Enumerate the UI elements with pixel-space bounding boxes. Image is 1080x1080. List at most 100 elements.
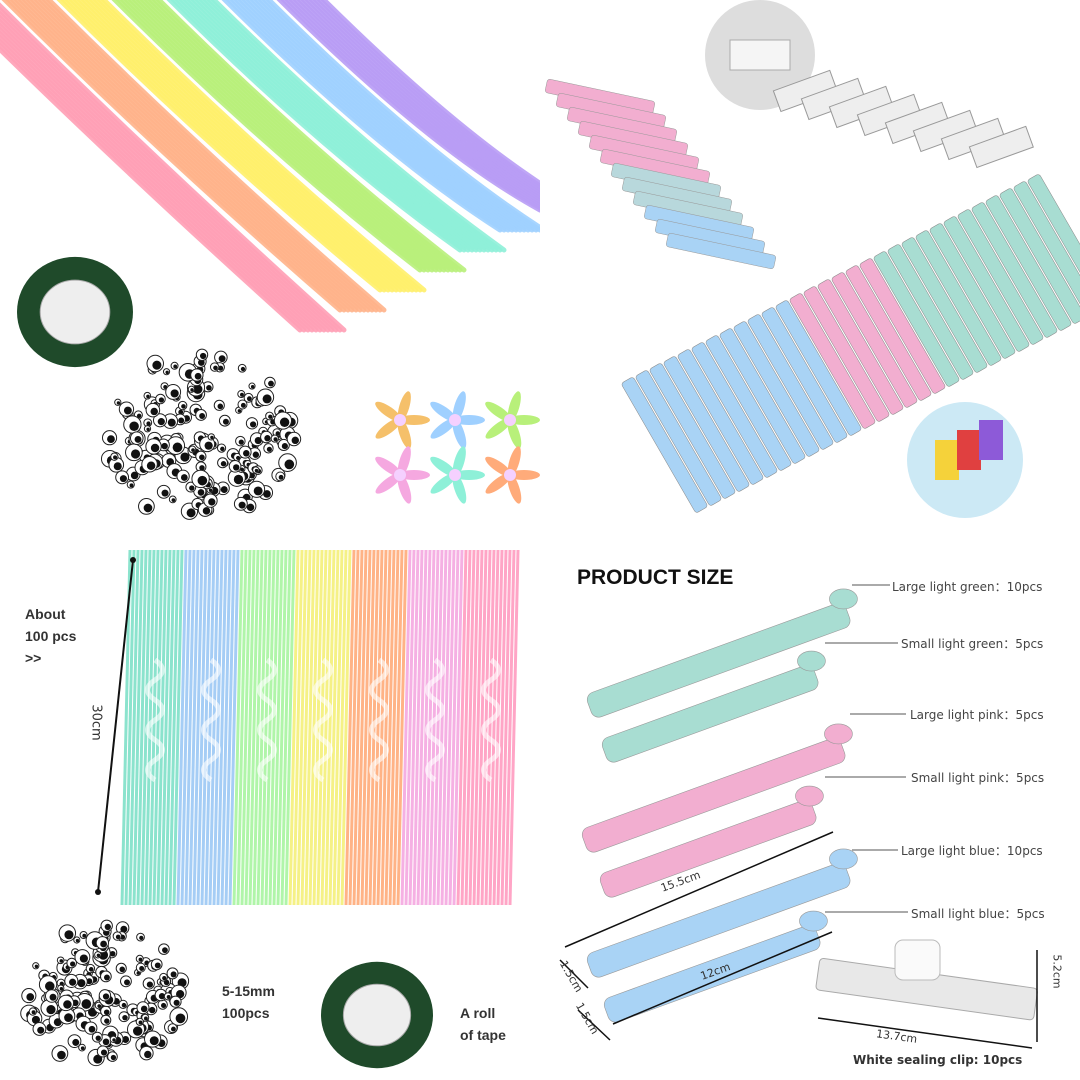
googly-eye-pupil (130, 471, 139, 480)
googly-eye-pupil (193, 384, 203, 394)
pipe-cleaner-bundles (20, 549, 520, 1069)
googly-eye-pupil (100, 1049, 108, 1056)
googly-eye-pupil (291, 436, 299, 445)
googly-eye-pupil (72, 1038, 80, 1046)
size-label-small-green: Small light green：5pcs (901, 637, 1044, 651)
eyes-count: 100pcs (222, 1005, 270, 1021)
tape-roll-core (39, 279, 111, 345)
pipe-cleaner-strand (128, 549, 140, 906)
pipe-cleaner-strand (111, 0, 423, 273)
googly-eye-pupil (166, 995, 171, 1000)
pipe-cleaner-strand (380, 549, 392, 906)
pipe-cleaner-strand (240, 549, 252, 906)
white-height: 5.2cm (1050, 954, 1064, 989)
pipe-cleaner-strand (139, 0, 451, 273)
googly-eye-pupil (171, 498, 176, 502)
small-pink-clip (599, 799, 817, 898)
pipe-cleaner-strand (332, 549, 344, 906)
googly-eye-pupil (26, 993, 35, 1001)
measure-dot (130, 557, 136, 563)
googly-eye-pupil (93, 1054, 103, 1064)
eyes-label: 5-15mm 100pcs (222, 980, 275, 1024)
pipe-cleaner-strand (184, 549, 196, 906)
sealing-clip (635, 370, 722, 506)
pipe-cleaner-strand (0, 22, 327, 333)
googly-eye-pupil (130, 449, 141, 459)
googly-eye-pupil (45, 981, 55, 991)
googly-eye-pupil (189, 485, 195, 491)
sealing-clip (943, 216, 1030, 352)
about-text: About (25, 606, 66, 622)
pipe-cleaner-strand (328, 549, 340, 906)
product-size-panel: PRODUCT SIZE Large light green：10pcs Sma… (540, 540, 1080, 1080)
pipe-cleaner-strand (136, 549, 148, 906)
googly-eye-pupil (139, 935, 144, 941)
pipe-cleaner-strand (119, 0, 431, 273)
sealing-clip (649, 363, 736, 499)
pipe-cleaner-strand (264, 549, 276, 906)
pipe-cleaner-strand (88, 0, 415, 293)
googly-eye-pupil (109, 950, 116, 957)
pipe-cleaner-strand (320, 0, 540, 187)
pipe-cleaner-strand (436, 549, 448, 906)
pipe-cleaner-strand (29, 0, 371, 313)
pom-pom (449, 469, 461, 481)
clip-assortment (545, 0, 1080, 518)
eyes-size: 5-15mm (222, 983, 275, 999)
googly-eye-pupil (284, 459, 295, 470)
pipe-cleaner-strand (448, 549, 460, 906)
pipe-cleaner-strand (9, 0, 351, 313)
pipe-cleaner-strand (300, 549, 312, 906)
pipe-cleaner-strand (388, 549, 400, 906)
googly-eye-pupil (275, 431, 280, 436)
sealing-clip (733, 321, 820, 457)
pipe-cleaner-strand (168, 549, 180, 906)
googly-eye-pupil (102, 993, 110, 1000)
pipe-cleaner-strand (228, 549, 240, 906)
sealing-clip (719, 328, 806, 464)
googly-eye-pupil (264, 435, 271, 442)
pipe-cleaner-strand (212, 549, 224, 906)
googly-eye-pupil (86, 978, 93, 985)
spiral-sample (369, 657, 389, 783)
googly-eye-pupil (31, 1010, 36, 1015)
googly-eye-pupil (279, 417, 290, 427)
pipe-cleaner-strand (352, 549, 364, 906)
googly-eye-pupil (253, 486, 263, 496)
sealing-clip (1013, 181, 1080, 317)
pipe-cleaner-strand (92, 0, 419, 293)
googly-eye-pupil (250, 385, 255, 389)
sealing-clip (817, 279, 904, 415)
googly-eye-pupil (200, 352, 207, 360)
pipe-cleaner-strand (25, 0, 367, 313)
pipe-cleaner-strand (208, 549, 220, 906)
pipe-cleaner-strand (268, 549, 280, 906)
large-blue-clip (586, 862, 851, 978)
googly-eye-pupil (46, 1004, 56, 1015)
pipe-cleaner-strand (0, 34, 315, 333)
large-green-clip-tab (829, 588, 858, 610)
pipe-cleaner-strand (412, 549, 424, 906)
sealing-clip (887, 244, 974, 380)
pipe-cleaner-strand (265, 0, 540, 231)
googly-eye-pupil (233, 464, 240, 471)
small-blue-clip (603, 924, 821, 1023)
googly-eye-pupil (146, 461, 156, 471)
pipe-cleaner-strand (13, 0, 355, 313)
googly-eye-pupil (143, 503, 153, 513)
googly-eye-pupil (199, 413, 206, 419)
measure-dot (95, 889, 101, 895)
pipe-cleaner-strand (100, 0, 427, 293)
pipe-cleaner-strand (348, 549, 360, 906)
googly-eye-pupil (266, 446, 272, 452)
size-label-large-blue: Large light blue：10pcs (901, 844, 1043, 858)
googly-eye-pupil (178, 409, 184, 415)
white-sealing-clip (968, 125, 1034, 169)
spiral-sample (201, 657, 221, 783)
googly-eye-pupil (88, 1025, 96, 1033)
googly-eye-pupil (37, 1026, 45, 1034)
dim-line-white-length (817, 1017, 1033, 1049)
spiral-sample (257, 657, 277, 783)
pipe-cleaner-strand (0, 26, 323, 333)
googly-eye-pupil (140, 1005, 148, 1013)
